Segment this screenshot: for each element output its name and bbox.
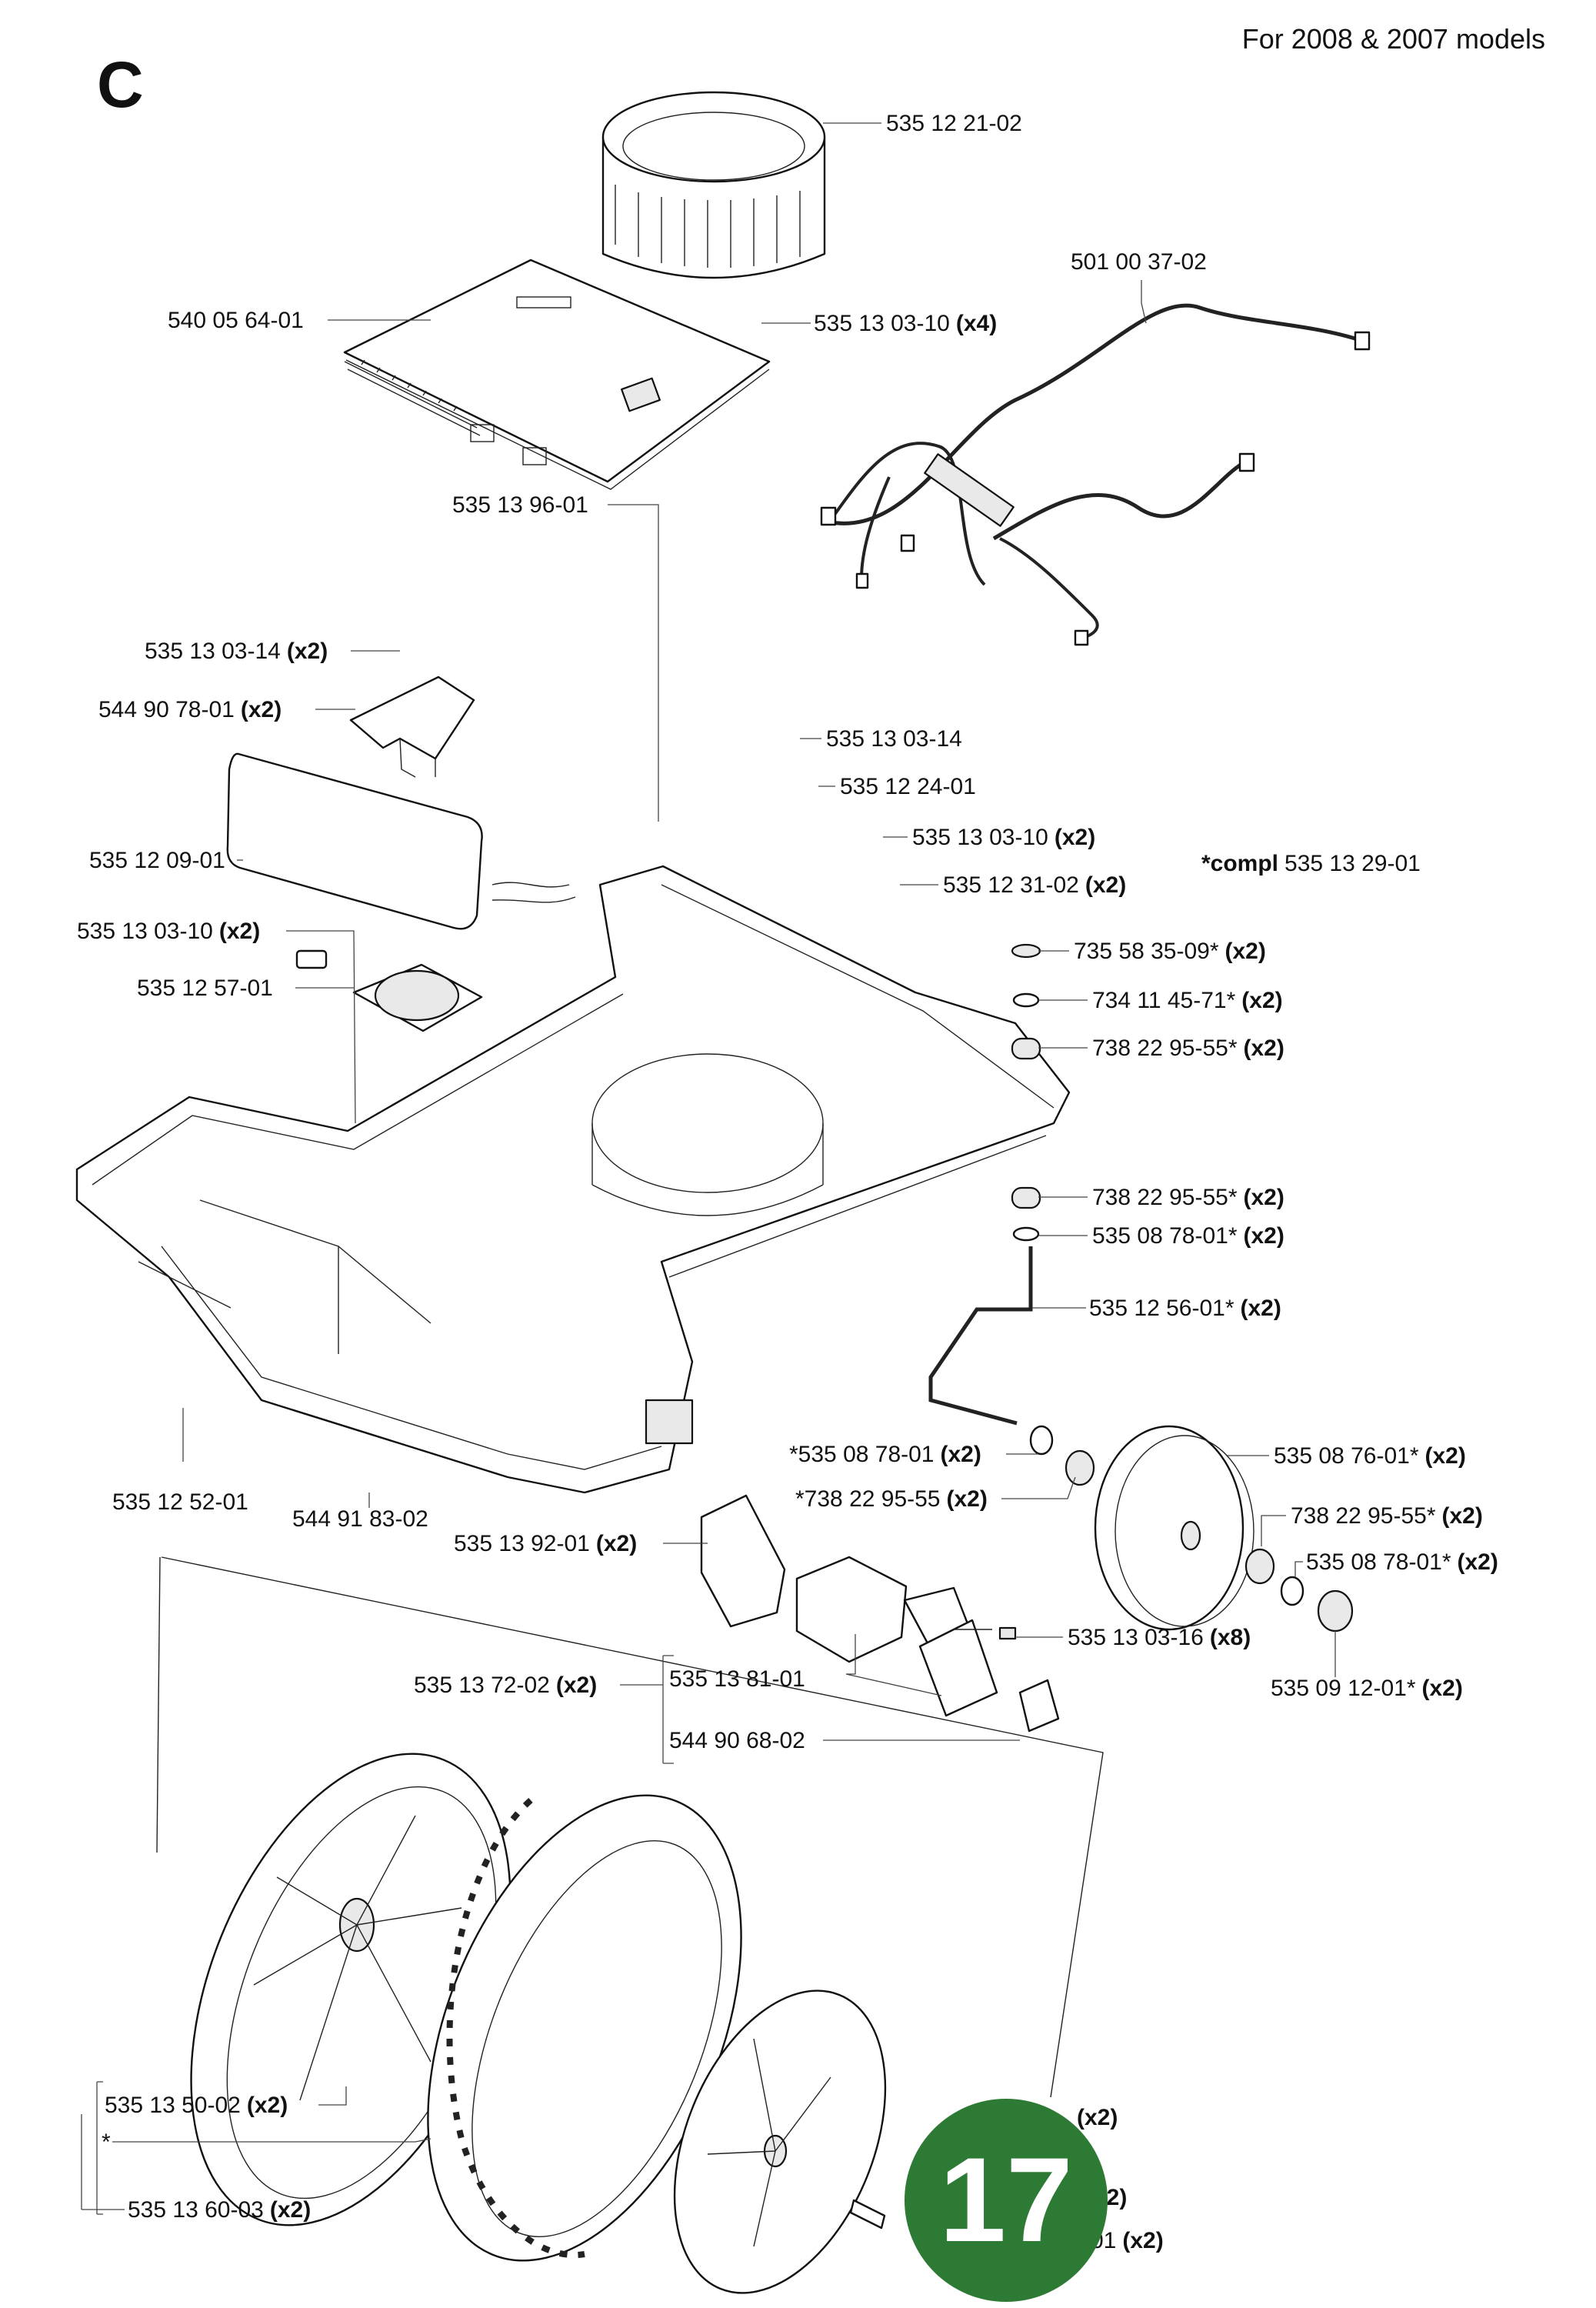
speaker-part <box>295 949 483 1032</box>
label-axle-washer: *535 08 78-01(x2) <box>789 1442 981 1467</box>
models-note: For 2008 & 2007 models <box>1241 23 1545 55</box>
label-speaker: 535 12 57-01 <box>137 976 273 1001</box>
label-bearing-upper: 738 22 95-55*(x2) <box>1092 1036 1284 1061</box>
rear-tire-part <box>427 1794 742 2262</box>
label-top-ring: 535 12 21-02 <box>886 111 1022 136</box>
label-sensor-bracket: 535 12 24-01 <box>840 774 976 799</box>
label-clip: 535 13 96-01 <box>452 492 588 518</box>
label-washer: 734 11 45-71*(x2) <box>1092 988 1283 1013</box>
label-gasket: 535 13 92-01(x2) <box>454 1531 637 1556</box>
top-ring-part <box>601 91 826 279</box>
front-wheel-part <box>1094 1425 1254 1631</box>
label-axle: 535 12 56-01*(x2) <box>1089 1296 1281 1321</box>
label-circuit-board: 540 05 64-01 <box>168 308 304 333</box>
axle-part <box>928 1246 1033 1426</box>
label-wheel-washer: 535 08 78-01*(x2) <box>1306 1549 1498 1575</box>
label-hub-cap-qty: (x2) <box>1077 2105 1118 2130</box>
label-motor-screws: 535 13 03-16(x8) <box>1068 1625 1251 1650</box>
section-letter: C <box>97 48 144 121</box>
label-motor-hub: 544 90 68-02 <box>669 1728 805 1753</box>
label-wheel-cap: 535 09 12-01*(x2) <box>1271 1676 1463 1701</box>
battery-part <box>226 752 576 930</box>
label-sensor-screw: 535 13 03-14 <box>826 726 962 752</box>
leader-lines <box>81 122 1336 2215</box>
rear-wheel-group-frame <box>156 1556 1104 2098</box>
label-wheel-motor-kit: 535 13 72-02(x2) <box>414 1673 597 1698</box>
label-motor: 535 13 81-01 <box>669 1666 805 1692</box>
label-wheel-bearing: 738 22 95-55*(x2) <box>1291 1503 1483 1529</box>
label-seal: 535 12 52-01 <box>112 1489 248 1515</box>
label-front-wheel: 535 08 76-01*(x2) <box>1274 1443 1466 1469</box>
page-number: 17 <box>939 2133 1073 2267</box>
label-bracket: 544 90 78-01(x2) <box>98 697 282 722</box>
label-plate: 535 12 31-02(x2) <box>943 872 1126 898</box>
label-axle-bearing: *738 22 95-55(x2) <box>795 1486 988 1512</box>
part-labels: 535 12 21-02 501 00 37-02 540 05 64-01 5… <box>77 111 1498 2253</box>
label-nut: 735 58 35-09*(x2) <box>1074 939 1266 964</box>
hub-cap-part <box>673 1989 887 2294</box>
circuit-board-part <box>343 258 771 490</box>
label-board-screws: 535 13 03-10(x4) <box>814 311 997 336</box>
label-asterisk: * <box>102 2130 111 2155</box>
label-battery: 535 12 09-01 <box>89 848 225 873</box>
page-number-badge: 17 <box>905 2099 1108 2302</box>
label-speaker-screws: 535 13 03-10(x2) <box>77 919 260 944</box>
label-rear-hub: 535 13 50-02(x2) <box>105 2093 288 2118</box>
motor-assembly-part <box>700 1494 1060 1733</box>
label-wiring-harness: 501 00 37-02 <box>1071 249 1207 275</box>
label-bracket-screws: 535 13 03-14(x2) <box>145 639 328 664</box>
wiring-harness-part <box>820 303 1371 646</box>
label-bearing-lower: 738 22 95-55*(x2) <box>1092 1185 1284 1210</box>
label-washer-lower: 535 08 78-01*(x2) <box>1092 1223 1284 1249</box>
label-rear-tire: 535 13 60-03(x2) <box>128 2197 311 2223</box>
label-plate-screws: 535 13 03-10(x2) <box>912 825 1095 850</box>
label-chassis: 544 91 83-02 <box>292 1506 428 1532</box>
bracket-part <box>349 675 475 760</box>
chassis-part <box>75 865 1071 1494</box>
